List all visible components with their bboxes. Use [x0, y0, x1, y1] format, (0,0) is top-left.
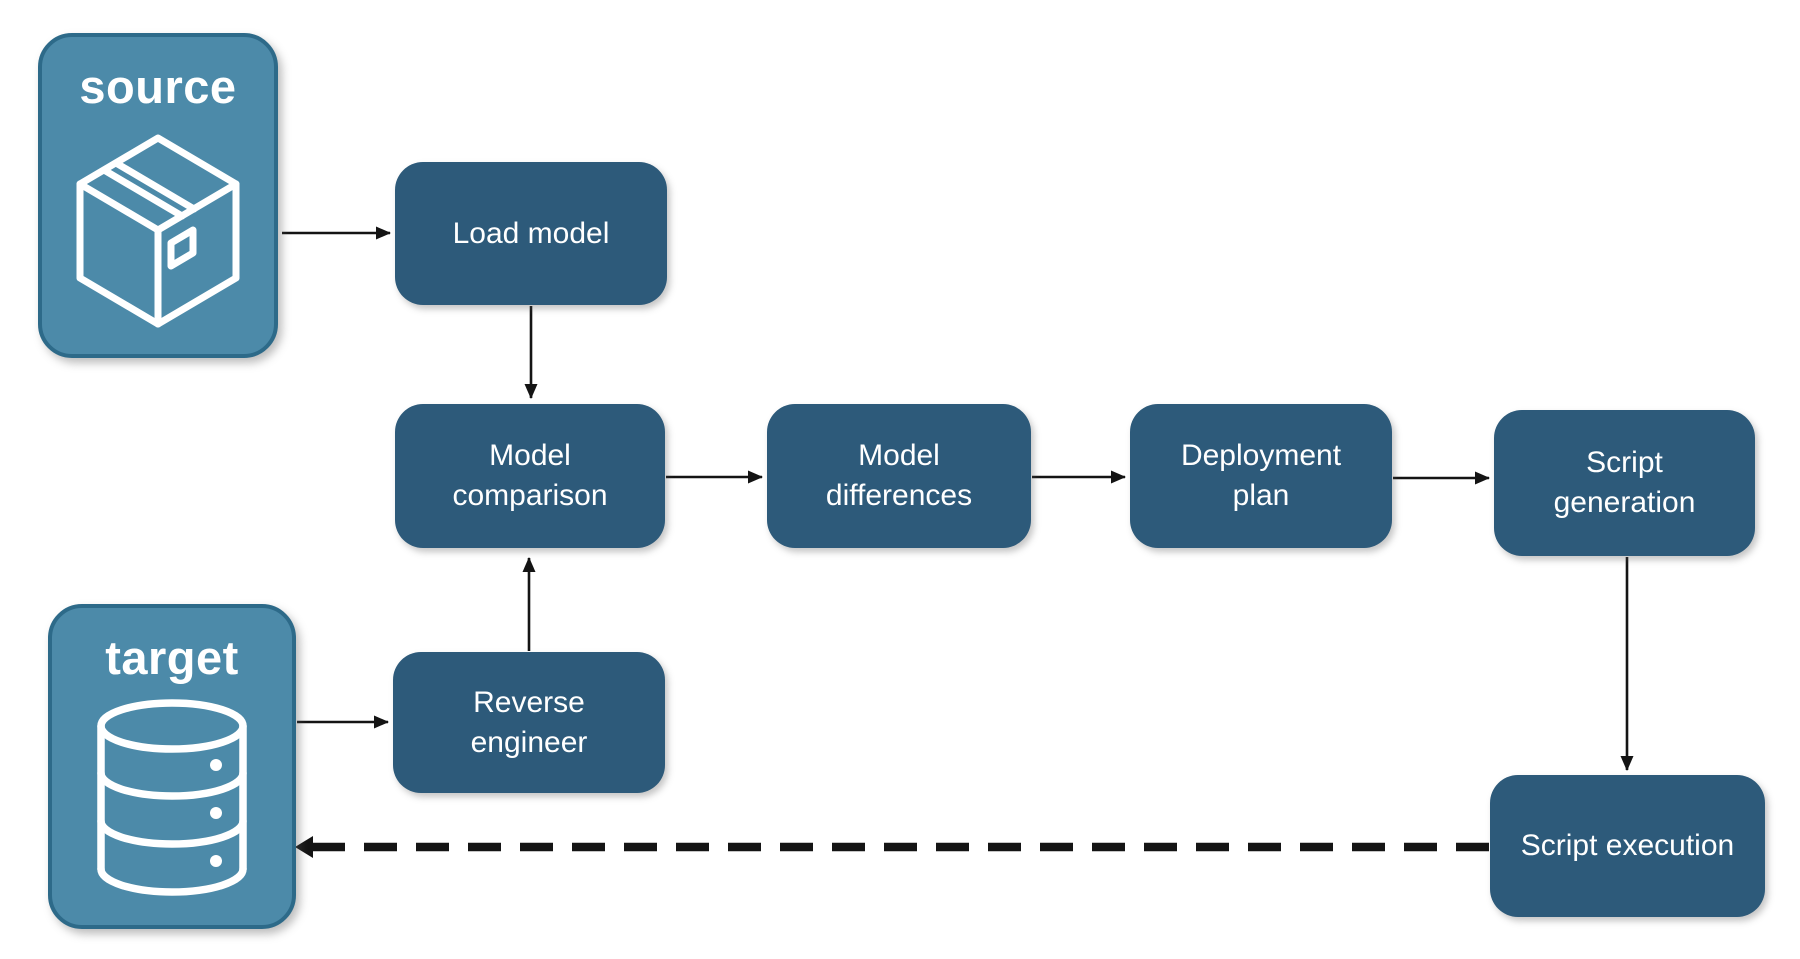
target-label: target: [105, 631, 239, 684]
node-model-comparison-label: Model comparison: [452, 439, 608, 512]
entity-source: source: [38, 33, 278, 358]
node-model-differences: Model differences: [767, 404, 1031, 548]
node-model-comparison: Model comparison: [395, 404, 665, 548]
node-load-model-label: Load model: [452, 216, 610, 250]
node-reverse-engineer: Reverse engineer: [393, 652, 665, 793]
node-script-generation-label: Script generation: [1553, 446, 1696, 519]
entity-target: target: [48, 604, 296, 929]
node-model-differences-label: Model differences: [825, 439, 973, 512]
source-label: source: [79, 60, 237, 113]
package-icon: [68, 128, 248, 333]
database-icon: [96, 699, 248, 899]
node-script-generation: Script generation: [1494, 410, 1755, 556]
node-reverse-engineer-label: Reverse engineer: [470, 685, 588, 759]
node-load-model: Load model: [395, 162, 667, 305]
node-script-execution-label: Script execution: [1520, 829, 1735, 863]
node-deployment-plan-label: Deployment plan: [1180, 439, 1342, 512]
node-deployment-plan: Deployment plan: [1130, 404, 1392, 548]
node-script-execution: Script execution: [1490, 775, 1765, 917]
